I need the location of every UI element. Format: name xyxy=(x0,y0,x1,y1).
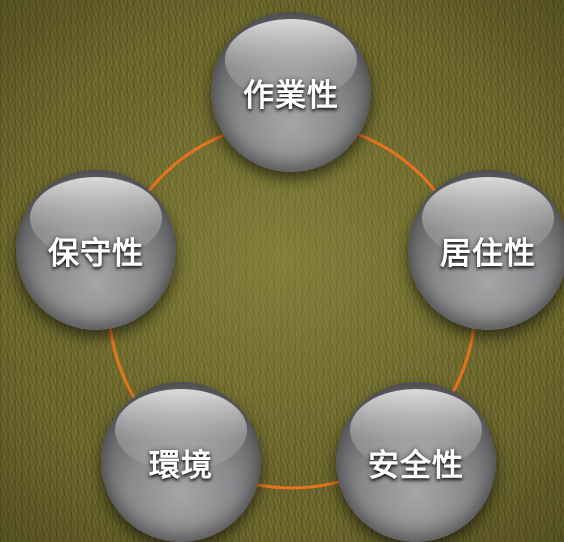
node-label: 作業性 xyxy=(243,77,339,114)
node-anzensei: 安全性 xyxy=(336,382,496,542)
node-kyojuusei: 居住性 xyxy=(408,170,564,330)
node-sagyousei: 作業性 xyxy=(211,12,371,172)
node-label: 安全性 xyxy=(368,447,464,484)
node-gloss xyxy=(350,389,482,471)
node-kankyou: 環境 xyxy=(101,382,261,542)
node-gloss xyxy=(225,19,357,101)
node-hoshusei: 保守性 xyxy=(16,170,176,330)
node-label: 居住性 xyxy=(440,235,536,272)
node-label: 環境 xyxy=(149,447,213,484)
node-gloss xyxy=(115,389,247,471)
node-gloss xyxy=(30,177,162,259)
node-gloss xyxy=(422,177,554,259)
node-label: 保守性 xyxy=(48,235,144,272)
